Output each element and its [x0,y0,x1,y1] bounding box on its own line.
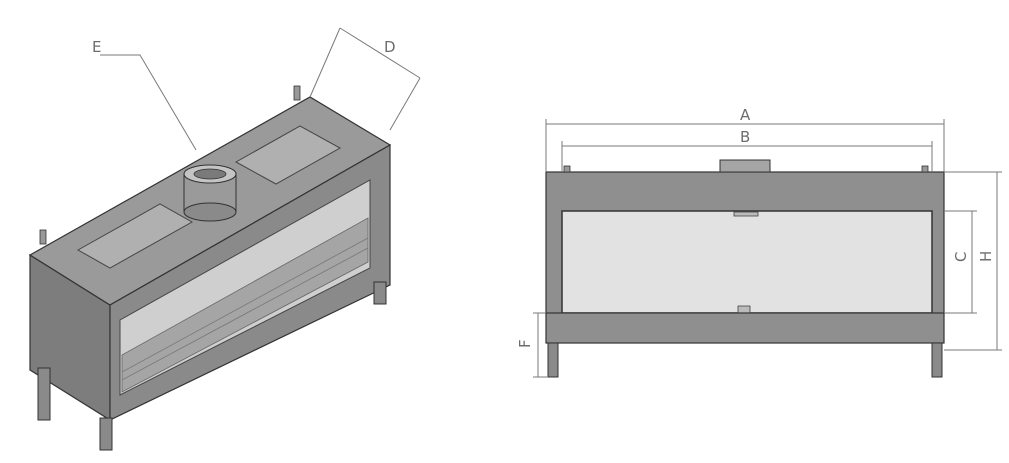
label-a: A [740,106,751,124]
dimension-d-line [339,27,421,79]
iso-flue-collar [183,164,237,222]
iso-leg-front-left [99,417,113,451]
iso-leg-front-right [373,281,387,305]
label-b: B [740,128,750,146]
iso-top-access-panel-right [234,125,342,185]
front-leg-left [547,342,559,378]
label-e: E [92,38,101,56]
isometric-view: E D [28,27,421,451]
leader-e [100,54,197,151]
front-glass [561,210,933,314]
front-view: A B C H F [516,106,1002,378]
label-d: D [384,38,396,56]
label-c: C [952,252,970,262]
label-h: H [977,251,995,262]
iso-leg-back-left [37,367,51,421]
iso-top-access-panel-left [76,203,194,269]
front-leg-right [931,342,943,378]
front-bottom-skirt [545,312,945,344]
front-flue-stub [719,159,771,173]
label-f: F [516,339,534,348]
